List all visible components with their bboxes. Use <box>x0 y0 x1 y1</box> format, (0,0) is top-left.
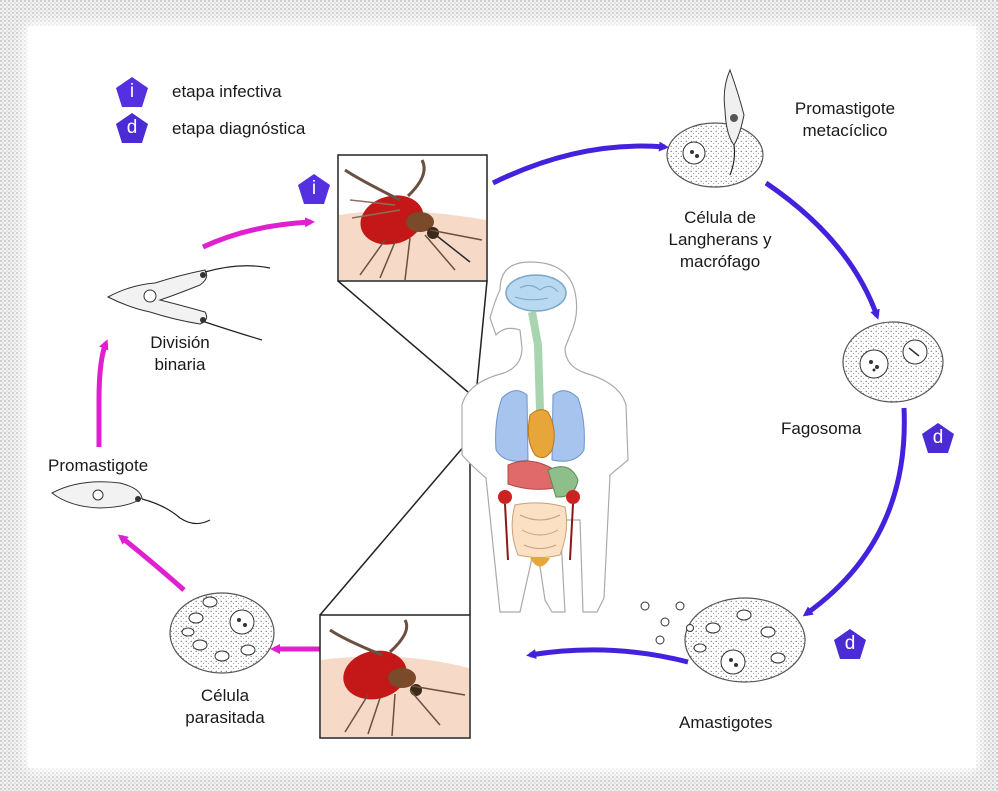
celula-parasitada-cell <box>170 593 274 673</box>
mosquito-panel-bottom <box>320 615 470 738</box>
label-promastigote-metaciclico: Promastigote metacíclico <box>770 98 920 142</box>
mosquito-panel-top <box>338 155 487 281</box>
legend-diagnostic-label: etapa diagnóstica <box>172 118 305 140</box>
fagosoma-cell <box>843 322 943 402</box>
label-celula-parasitada: Célula parasitada <box>170 685 280 729</box>
legend-infective-badge: i <box>116 77 148 107</box>
diagnostic-stage-badge-fagosoma: d <box>922 423 954 453</box>
kidney-left <box>498 490 512 504</box>
legend-infective-label: etapa infectiva <box>172 81 282 103</box>
heart <box>528 410 554 458</box>
diagnostic-stage-badge-amastigotes: d <box>834 629 866 659</box>
lung-right <box>552 391 584 462</box>
label-amastigotes: Amastigotes <box>679 712 773 734</box>
label-langherans: Célula de Langherans y macrófago <box>650 207 790 273</box>
brain <box>506 275 566 311</box>
kidney-right <box>566 490 580 504</box>
label-promastigote: Promastigote <box>48 455 148 477</box>
intestines <box>512 503 567 558</box>
lung-left <box>496 391 528 462</box>
label-division-binaria: División binaria <box>130 332 230 376</box>
legend-diagnostic-badge: d <box>116 113 148 143</box>
infective-stage-badge: i <box>298 174 330 204</box>
label-fagosoma: Fagosoma <box>781 418 861 440</box>
